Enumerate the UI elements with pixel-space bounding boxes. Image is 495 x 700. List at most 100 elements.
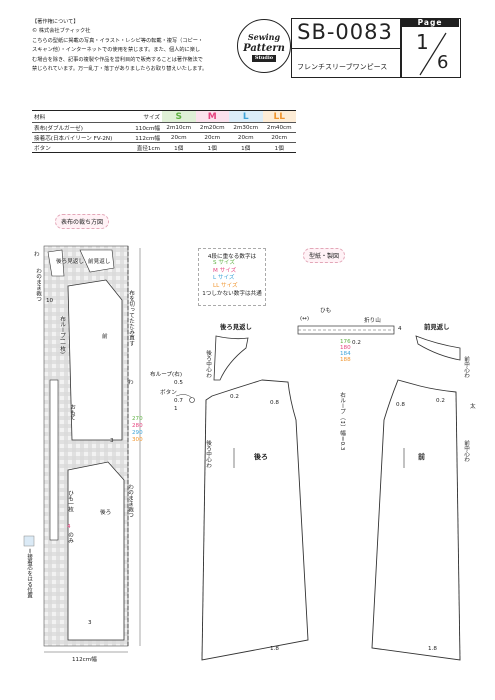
copyright-line: スキャン他）・インターネットでの使用を禁じます。また、個人的に楽し	[32, 47, 201, 54]
copyright-line: 禁じられています。万一乱丁・落丁がありましたらお取り替えいたします。	[32, 66, 208, 73]
value-0-8b: 0.8	[396, 402, 405, 408]
materials-table: 材料 サイズ S M L LL 表布(ダブルガーゼ) 110cm幅 2m10cm…	[32, 110, 296, 153]
button-v2: 1	[174, 406, 178, 412]
page-total: 6	[437, 52, 449, 73]
cut-label-front-facing: 前見返し	[88, 259, 111, 265]
himo-width: 4	[398, 326, 402, 332]
cut-label-front: 前	[102, 334, 108, 340]
cut-label-fold2: わのまま裁つ	[127, 484, 133, 518]
loop-label: 布ループ(右)	[150, 372, 182, 378]
pattern-code: SB-0083	[297, 20, 393, 44]
himo-seam: 0.2	[352, 340, 361, 346]
cut-label-back: 後ろ	[100, 510, 112, 516]
copyright-notice: 【著作権について】 © 株式会社ブティック社 こちらの型紙に掲載の写真・イラスト…	[32, 18, 237, 74]
legend-m: M サイズ	[213, 267, 237, 274]
size-l-header: L	[229, 110, 263, 123]
material-name: 表布(ダブルガーゼ)	[32, 122, 116, 133]
value-0-2: 0.2	[230, 394, 239, 400]
material-width: 直径1cm	[116, 142, 162, 153]
material-value: 20cm	[195, 132, 229, 143]
back-center-fold-line	[201, 399, 207, 661]
cut-label-wa2: わ	[128, 380, 134, 386]
front-center-label2: 前中心わ	[463, 440, 469, 463]
page-label: Page	[401, 18, 459, 27]
button-icon	[189, 397, 195, 403]
legend-s: S サイズ	[213, 260, 235, 266]
himo-length-m: 180	[340, 345, 351, 351]
material-value: 2m10cm	[162, 122, 196, 133]
size-header: サイズ	[116, 110, 162, 123]
cut-label-fold: わのまま裁つ	[35, 268, 41, 302]
copyright-line: む場合を除き、記事の複製や作品を営利目的で販売することは著作権法で	[32, 56, 203, 63]
cut-label-3b: 3	[88, 620, 92, 626]
fabric-width-label: 112cm幅	[72, 657, 97, 663]
material-header: 材料	[32, 110, 116, 123]
table-row: 表布(ダブルガーゼ) 110cm幅 2m10cm 2m20cm 2m30cm 2…	[32, 122, 296, 133]
right-loop-label: 右ループ（↕）幅＝0.3	[339, 392, 345, 451]
length-l: 290	[132, 430, 143, 436]
loop-icon	[175, 394, 193, 399]
logo-word: Pattern	[243, 42, 285, 54]
cut-label-loop: 布ループ(一枚)	[59, 316, 65, 354]
back-bodice-piece	[201, 379, 309, 661]
front-center-fold-line	[455, 391, 461, 661]
value-0-2b: 0.2	[436, 398, 445, 404]
copyright-heading: 【著作権について】	[32, 19, 79, 25]
himo-arrow: (↔)	[300, 316, 310, 322]
material-name: ボタン	[32, 142, 116, 153]
himo-length-s: 176	[340, 339, 351, 345]
cut-label-10: 10	[46, 298, 54, 304]
material-value: 1個	[262, 142, 296, 153]
material-value: 20cm	[162, 132, 196, 143]
logo-word: Studio	[251, 54, 277, 62]
strap-outline	[49, 379, 59, 541]
fold-label: 折り山	[364, 318, 381, 324]
material-value: 2m30cm	[229, 122, 263, 133]
loop-width: 0.5	[174, 380, 183, 386]
table-header-row: 材料 サイズ S M L LL	[32, 110, 296, 123]
material-name: 接着芯(日本バイリーン FV-2N)	[32, 132, 116, 143]
button-label: ボタン	[160, 390, 177, 396]
material-header-label: 材料	[34, 114, 46, 121]
cut-label: 太	[470, 404, 476, 410]
cut-label-back-facing: 後ろ見返し	[56, 259, 84, 265]
copyright-line: こちらの型紙に掲載の写真・イラスト・レシピ等の転載・複写（コピー・	[32, 37, 204, 44]
back-facing-label: 後ろ見返し	[220, 323, 252, 331]
length-s: 270	[132, 416, 143, 422]
size-legend-box: 4段に重なる数字は S サイズ M サイズ L サイズ LL サイズ 1つしかな…	[198, 248, 266, 306]
interfacing-legend: ＝接着芯をはる位置	[26, 548, 32, 599]
logo-word: Sewing	[247, 31, 281, 42]
back-center-label2: 後ろ中心わ	[205, 440, 211, 468]
himo-length-l: 184	[340, 351, 351, 357]
legend-note: 1つしかない数字は共通	[202, 291, 262, 297]
cut-label-nomi: のみ	[67, 532, 73, 544]
table-row: 接着芯(日本バイリーン FV-2N) 112cm幅 20cm 20cm 20cm…	[32, 132, 296, 143]
front-facing-outline	[79, 249, 115, 273]
interfacing-swatch	[23, 535, 35, 547]
himo-label: ひも	[320, 308, 332, 314]
sewing-pattern-studio-logo: Sewing Pattern Studio	[237, 19, 291, 73]
copyright-owner: © 株式会社ブティック社	[32, 28, 91, 35]
cut-label-omote: おもて	[69, 404, 75, 421]
size-m-header: M	[195, 110, 229, 123]
value-0-8: 0.8	[270, 400, 279, 406]
legend-ll: LL サイズ	[213, 282, 238, 289]
material-value: 1個	[162, 142, 196, 153]
back-piece-outline	[67, 461, 125, 641]
product-name: フレンチスリーブワンピース	[297, 63, 388, 71]
table-row: ボタン 直径1cm 1個 1個 1個 1個	[32, 142, 296, 153]
pattern-title: 型紙・製図	[303, 248, 346, 263]
page-number: 1	[416, 30, 429, 54]
cutting-layout-title: 表布の裁ち方図	[55, 214, 110, 229]
legend-l: L サイズ	[213, 275, 235, 281]
size-s-header: S	[162, 110, 196, 123]
cut-label-3: 3	[110, 438, 114, 444]
front-center-label: 前中心わ	[463, 356, 469, 379]
cut-label-refold: 布を切ってたたみ直す	[128, 290, 134, 346]
cut-label-himo-count: 4	[67, 524, 71, 530]
length-m: 280	[132, 423, 143, 429]
front-facing-piece	[415, 335, 461, 361]
button-v1: 0.7	[174, 398, 183, 404]
back-label: 後ろ	[254, 453, 268, 461]
